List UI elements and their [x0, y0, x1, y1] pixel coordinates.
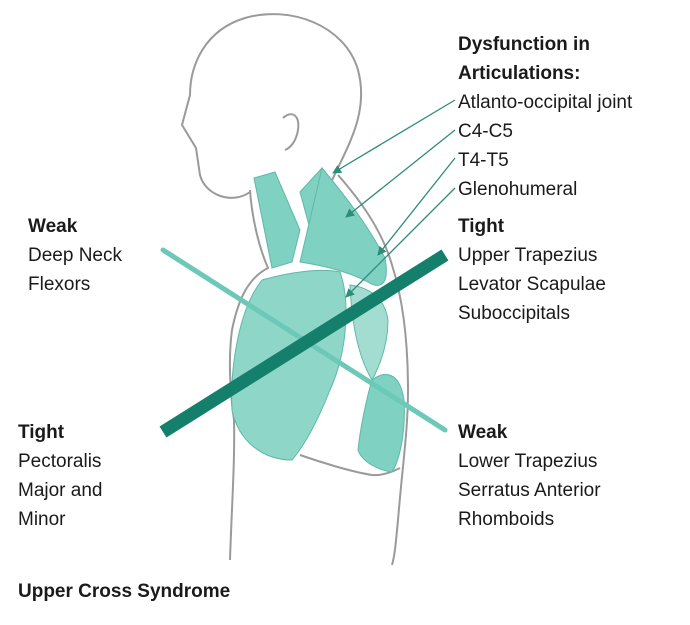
tight-front-item: Minor [18, 509, 66, 530]
dysfunction-item: Glenohumeral [458, 179, 578, 200]
weak-back-item: Rhomboids [458, 509, 555, 530]
weak-back-item: Lower Trapezius [458, 451, 598, 472]
dysfunction-item: Atlanto-occipital joint [458, 92, 633, 113]
pectoral-muscle [231, 269, 347, 461]
thick-cross-line [159, 249, 449, 438]
head-outline [180, 13, 363, 199]
tight-front-item: Major and [18, 480, 103, 501]
tight-back-item: Levator Scapulae [458, 274, 606, 295]
pointer-c4-c5 [345, 129, 456, 218]
tight-back-label: Tight Upper Trapezius Levator Scapulae S… [458, 212, 606, 328]
front-neck-outline [228, 189, 270, 561]
weak-front-item: Flexors [28, 274, 91, 295]
dysfunction-label: Dysfunction in Articulations: Atlanto-oc… [458, 30, 632, 204]
dysfunction-heading-line1: Dysfunction in [458, 34, 590, 55]
tight-front-item: Pectoralis [18, 451, 102, 472]
neck-flexor-muscle [253, 171, 301, 269]
tight-back-item: Suboccipitals [458, 303, 570, 324]
tight-front-heading: Tight [18, 422, 65, 443]
back-outline [337, 174, 410, 566]
weak-front-item: Deep Neck [28, 245, 122, 266]
upper-trapezius-muscle [299, 166, 387, 286]
tight-back-heading: Tight [458, 216, 505, 237]
weak-back-label: Weak Lower Trapezius Serratus Anterior R… [458, 418, 601, 534]
diagram-caption: Upper Cross Syndrome [18, 581, 231, 602]
dysfunction-item: C4-C5 [458, 121, 513, 142]
weak-front-heading: Weak [28, 216, 78, 237]
pointer-atlanto-occipital [332, 99, 456, 174]
weak-back-heading: Weak [458, 422, 508, 443]
ear-outline [282, 113, 300, 151]
dysfunction-heading-line2: Articulations: [458, 63, 581, 84]
dysfunction-item: T4-T5 [458, 150, 509, 171]
pointer-glenohumeral [345, 187, 456, 298]
tight-back-item: Upper Trapezius [458, 245, 598, 266]
pointer-t4-t5 [377, 157, 456, 256]
tight-front-label: Tight Pectoralis Major and Minor [18, 418, 103, 534]
weak-back-item: Serratus Anterior [458, 480, 601, 501]
weak-front-label: Weak Deep Neck Flexors [28, 212, 122, 299]
